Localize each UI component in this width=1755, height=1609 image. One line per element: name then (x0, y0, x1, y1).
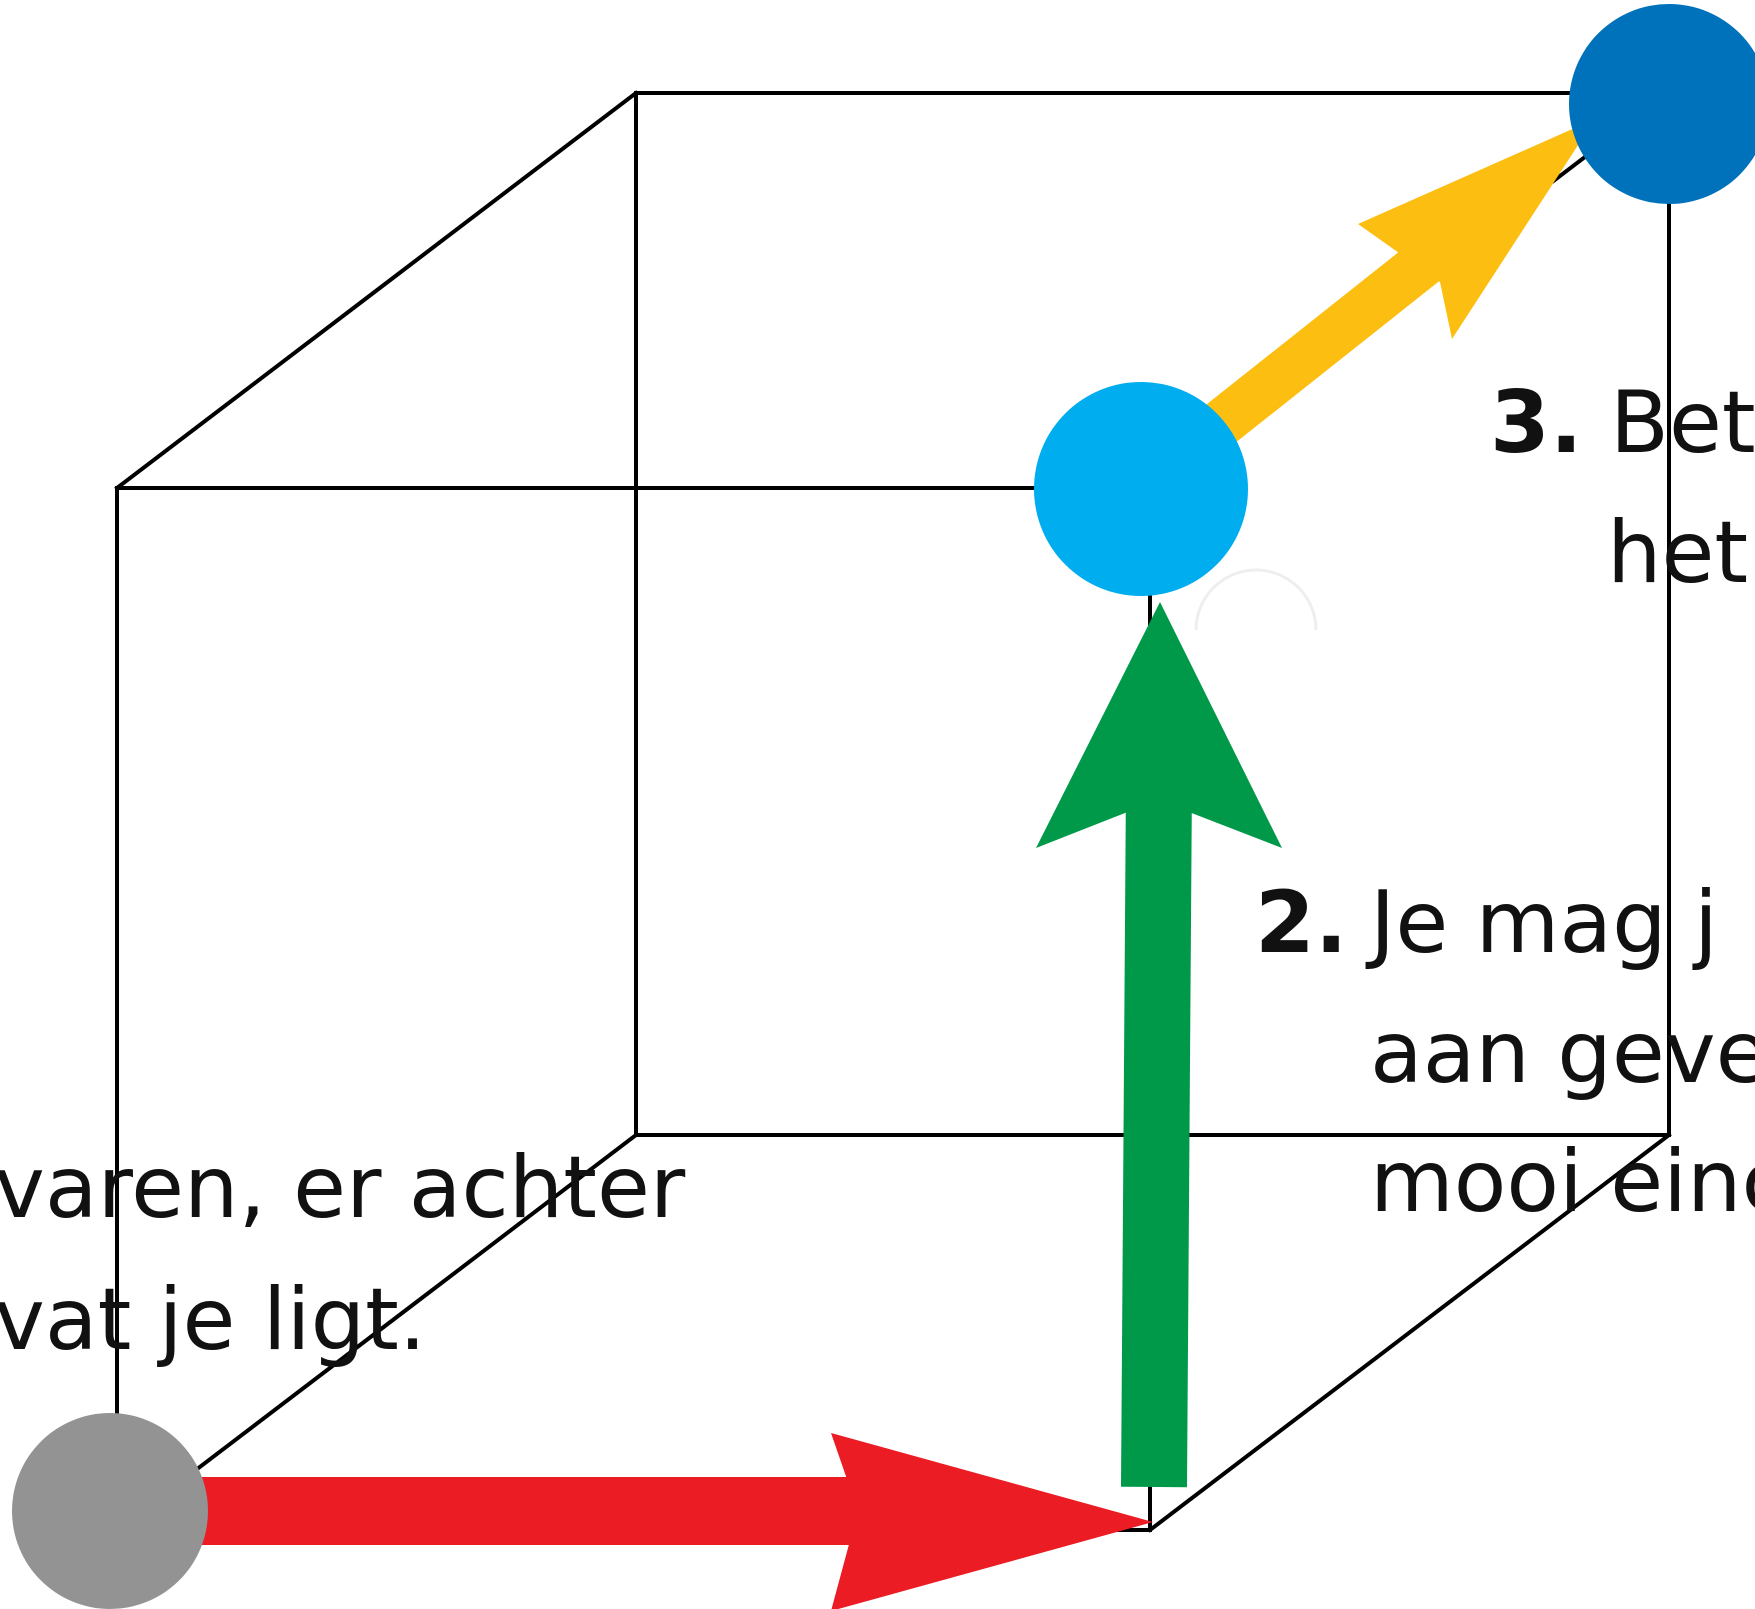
arrow-step-1-head (831, 1433, 1153, 1609)
arrow-step-2-shaft (1121, 779, 1192, 1488)
step-1-text-line-2: vat je ligt. (0, 1270, 426, 1370)
cube-edge-connect-top-left (114, 90, 639, 491)
step-1-text-line-1: varen, er achter (0, 1138, 686, 1238)
step-2-text-line-2: aan geve (1370, 1003, 1755, 1103)
step-2-text-line-1: Je mag j (1365, 873, 1718, 973)
node-start (12, 1413, 208, 1609)
cube-edge-connect-bottom-left (114, 1132, 639, 1533)
node-end (1569, 4, 1755, 204)
step-2-text-line-3: mooi einc (1370, 1132, 1755, 1232)
step-3-text-line-2: het (1607, 503, 1748, 603)
node-middle (1034, 382, 1248, 596)
step-3-number: 3. (1490, 373, 1583, 473)
step-3-text-line-1: Bet (1610, 373, 1755, 473)
faint-arc-decoration (1194, 568, 1318, 631)
step-2-number: 2. (1255, 873, 1348, 973)
arrow-step-1 (110, 1433, 1153, 1609)
arrow-step-2 (1036, 602, 1282, 1488)
cube-edge-connect-bottom-right (1147, 1132, 1672, 1533)
arrow-step-3-head (1358, 119, 1595, 339)
arrow-step-2-head (1036, 602, 1282, 848)
